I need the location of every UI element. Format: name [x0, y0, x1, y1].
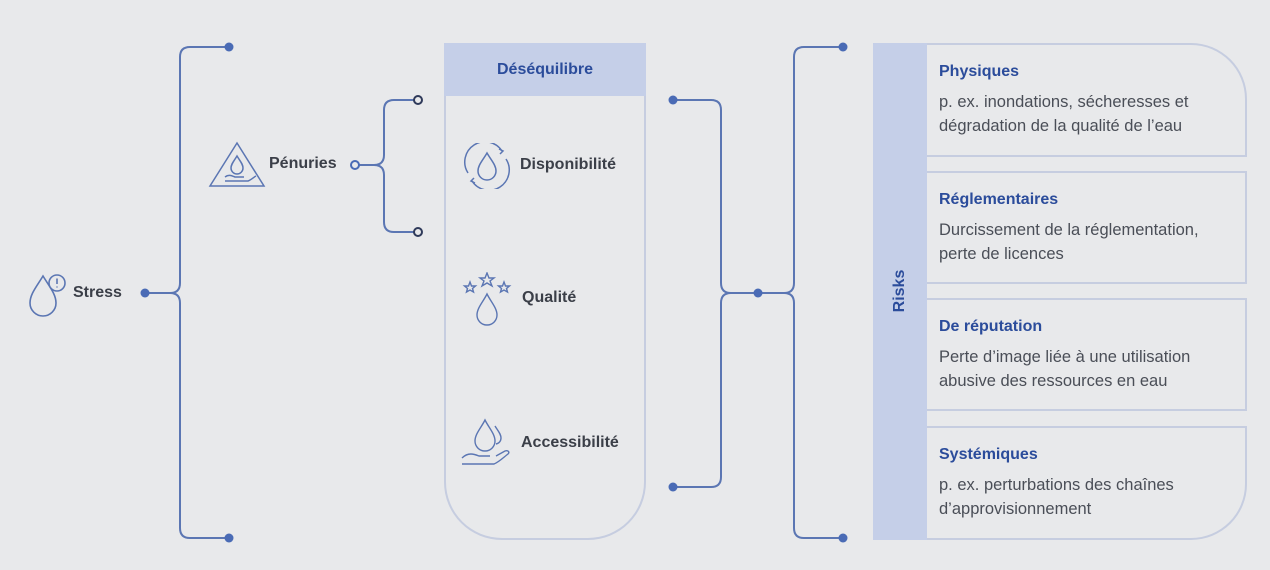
- risk-title: Systémiques: [939, 446, 1038, 463]
- risk-title: Physiques: [939, 63, 1020, 80]
- node-dot: [668, 482, 678, 492]
- node-ring: [413, 95, 423, 105]
- penuries-label: Pénuries: [269, 155, 337, 172]
- connector-nodes: [140, 42, 848, 543]
- risk-description: Durcissement de la réglementation, perte…: [939, 221, 1199, 263]
- imbalance-header: Déséquilibre: [444, 43, 646, 96]
- water-scarcity-warning-icon: [208, 141, 266, 187]
- node-dot: [753, 288, 763, 298]
- risk-card: Systémiques p. ex. perturbations des cha…: [927, 426, 1247, 540]
- risk-card: De réputation Perte d’image liée à une u…: [927, 298, 1247, 411]
- node-dot: [838, 42, 848, 52]
- node-ring: [413, 227, 423, 237]
- risk-title: De réputation: [939, 318, 1043, 335]
- node-dot: [224, 533, 234, 543]
- imbalance-item-label: Disponibilité: [520, 156, 616, 173]
- risk-card: Réglementaires Durcissement de la réglem…: [927, 171, 1247, 284]
- risk-description: Perte d’image liée à une utilisation abu…: [939, 348, 1191, 390]
- water-drop-alert-icon: [29, 274, 66, 317]
- imbalance-panel: [444, 43, 646, 540]
- stress-label: Stress: [73, 284, 122, 301]
- node-dot: [140, 288, 150, 298]
- imbalance-item-label: Qualité: [522, 289, 577, 306]
- water-drop-cycle-icon: [464, 143, 510, 189]
- risks-label: Risks: [891, 269, 908, 313]
- imbalance-item-label: Accessibilité: [521, 434, 619, 451]
- risk-description: p. ex. inondations, sécheresses et dégra…: [939, 93, 1189, 135]
- node-dot: [668, 95, 678, 105]
- risks-bar: [873, 43, 927, 540]
- water-drop-stars-icon: [462, 272, 512, 326]
- risk-card: Physiques p. ex. inondations, sécheresse…: [927, 43, 1247, 157]
- node-dot: [224, 42, 234, 52]
- risk-description: p. ex. perturbations des chaînes d’appro…: [939, 476, 1174, 518]
- node-ring: [350, 160, 360, 170]
- water-drop-hand-icon: [461, 418, 510, 465]
- node-dot: [838, 533, 848, 543]
- risk-title: Réglementaires: [939, 191, 1059, 208]
